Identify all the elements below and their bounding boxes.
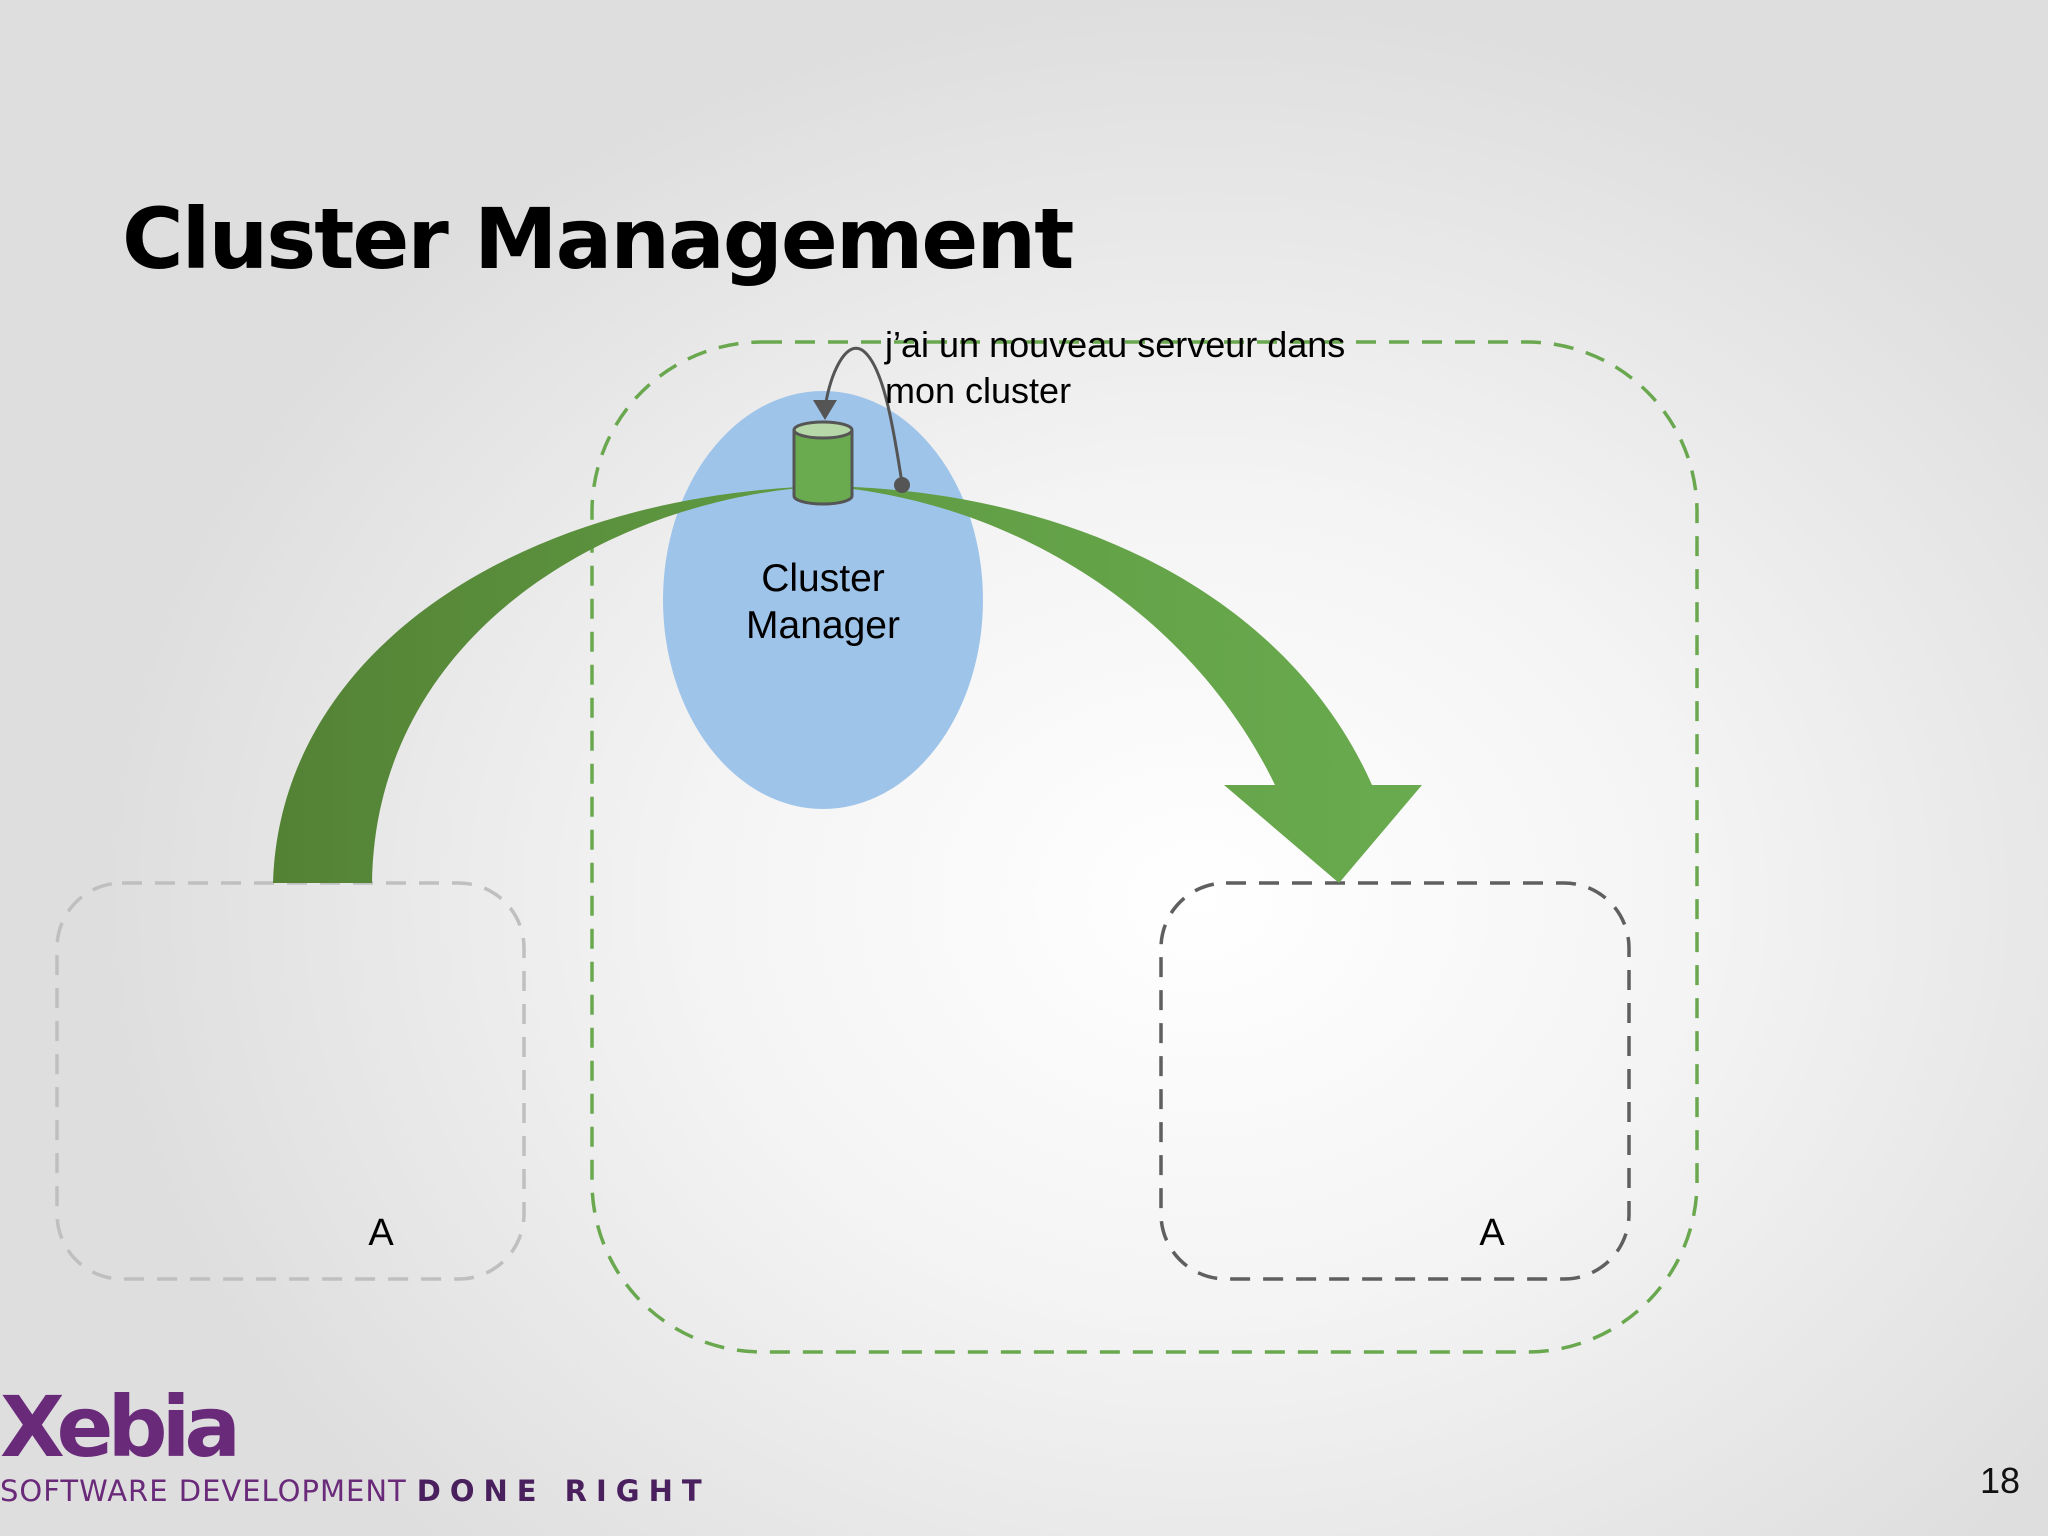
logo-wordmark: Xebia (0, 1378, 241, 1476)
annotation-text-line1: j’ai un nouveau serveur dans (884, 324, 1345, 365)
source-node-label: A (368, 1212, 394, 1254)
annotation-text-line2: mon cluster (885, 370, 1071, 411)
tagline-bold-text: DONE RIGHT (416, 1474, 711, 1508)
service-cylinder-icon (792, 420, 854, 506)
cluster-manager-label-line2: Manager (746, 604, 900, 647)
logo-tagline: SOFTWARE DEVELOPMENT DONE RIGHT (0, 1477, 711, 1506)
cluster-boundary (590, 340, 1699, 1354)
source-node-box (55, 881, 526, 1281)
page-number: 18 (1979, 1460, 2020, 1501)
cluster-manager-label-line1: Cluster (761, 557, 885, 600)
callout-arrow (813, 346, 910, 493)
target-node-box (1159, 881, 1631, 1281)
tagline-light-text: SOFTWARE DEVELOPMENT (0, 1474, 407, 1508)
target-node-label: A (1479, 1212, 1505, 1254)
migration-arrow (273, 486, 1422, 883)
slide-title: Cluster Management (122, 190, 1074, 288)
